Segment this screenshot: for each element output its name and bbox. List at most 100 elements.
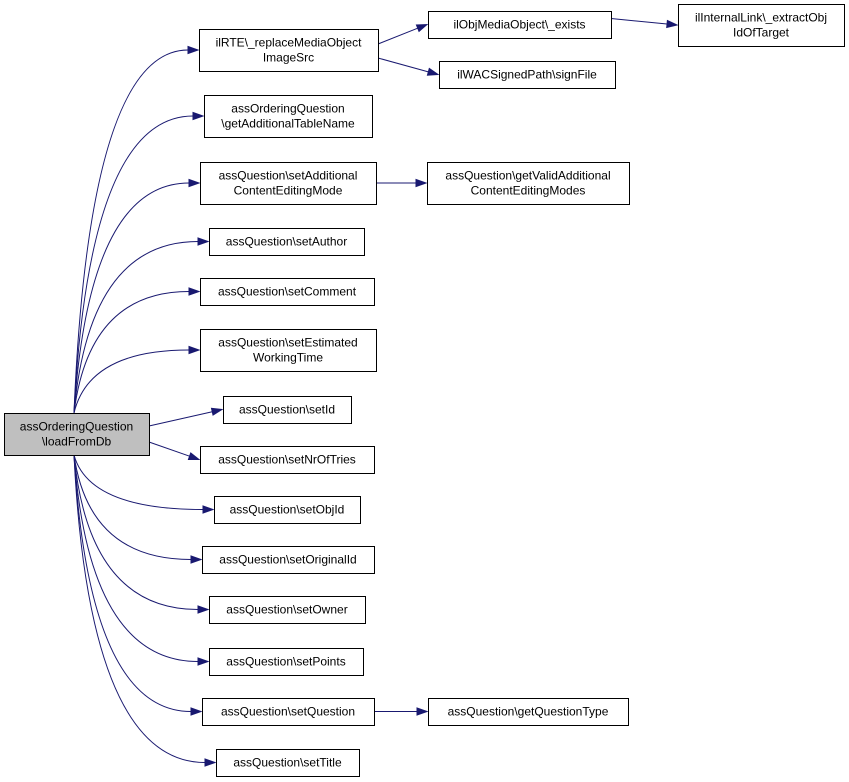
edge-line	[73, 454, 192, 560]
arrowhead	[415, 23, 429, 33]
edge-line	[73, 115, 194, 414]
node-label-line: ContentEditingMode	[234, 184, 343, 198]
edge-root-to-setcomment	[73, 287, 201, 414]
node-label-line: assQuestion\setEstimated	[218, 336, 357, 350]
edge-line	[610, 18, 668, 25]
edge-line	[73, 454, 206, 763]
node-label-line: assQuestion\setOwner	[226, 603, 347, 617]
node-setaddmode[interactable]: assQuestion\setAdditionalContentEditingM…	[200, 162, 377, 205]
node-label-line: assQuestion\getQuestionType	[448, 705, 609, 719]
arrowhead	[197, 605, 210, 614]
node-setquestion[interactable]: assQuestion\setQuestion	[202, 698, 375, 726]
node-label-line: assQuestion\setNrOfTries	[218, 453, 356, 467]
edge-line	[148, 411, 213, 427]
edge-root-to-setaddmode	[73, 178, 201, 414]
graph-nodes: assOrderingQuestion\loadFromDb ilRTE\_rep…	[4, 4, 845, 777]
edge-line	[73, 454, 199, 610]
edge-line	[148, 441, 190, 457]
edge-root-to-setid	[148, 407, 224, 427]
node-label-line: assQuestion\setAdditional	[219, 169, 358, 183]
edge-replace-to-signfile	[377, 57, 440, 76]
arrowhead	[666, 19, 679, 29]
node-label-line: ilWACSignedPath\signFile	[457, 68, 597, 82]
arrowhead	[190, 707, 203, 716]
node-settitle[interactable]: assQuestion\setTitle	[216, 749, 360, 777]
node-box	[199, 29, 379, 72]
node-signfile[interactable]: ilWACSignedPath\signFile	[439, 61, 616, 89]
node-box	[439, 61, 616, 89]
edge-root-to-setoriginalid	[73, 454, 203, 564]
edge-line	[73, 349, 190, 414]
edge-setaddmode-to-getvalid	[376, 178, 428, 188]
graph-edges	[73, 18, 679, 767]
arrowhead	[210, 407, 224, 416]
node-label-line: assQuestion\setPoints	[226, 655, 345, 669]
node-box	[200, 329, 377, 372]
edge-setquestion-to-getqtype	[374, 707, 429, 716]
arrowhead	[197, 237, 210, 246]
arrowhead	[202, 505, 215, 514]
arrowhead	[415, 178, 428, 188]
edge-root-to-setnroftries	[148, 441, 201, 460]
node-getqtype[interactable]: assQuestion\getQuestionType	[428, 698, 629, 726]
edge-root-to-setquestion	[73, 454, 203, 716]
edge-root-to-settitle	[73, 454, 217, 767]
node-box	[204, 95, 373, 138]
node-box	[4, 413, 150, 456]
arrowhead	[187, 45, 200, 55]
node-setcomment[interactable]: assQuestion\setComment	[200, 278, 375, 306]
node-box	[200, 446, 375, 474]
node-root[interactable]: assOrderingQuestion\loadFromDb	[4, 413, 150, 456]
node-setowner[interactable]: assQuestion\setOwner	[209, 596, 366, 624]
node-setauthor[interactable]: assQuestion\setAuthor	[209, 228, 365, 256]
edge-line	[73, 454, 192, 712]
edge-line	[73, 241, 199, 414]
arrowhead	[426, 67, 440, 76]
edge-root-to-setest	[73, 345, 201, 414]
edge-line	[377, 27, 418, 45]
node-label-line: ContentEditingModes	[471, 184, 586, 198]
arrowhead	[190, 555, 203, 564]
node-setpoints[interactable]: assQuestion\setPoints	[209, 648, 364, 676]
edge-root-to-setpoints	[73, 454, 210, 666]
node-getvalid[interactable]: assQuestion\getValidAdditionalContentEdi…	[427, 162, 630, 205]
node-box	[223, 396, 352, 424]
node-label-line: assQuestion\setOriginalId	[219, 553, 356, 567]
edge-line	[73, 454, 204, 510]
edge-line	[73, 454, 199, 662]
node-box	[200, 162, 377, 205]
arrowhead	[197, 657, 210, 666]
node-setid[interactable]: assQuestion\setId	[223, 396, 352, 424]
node-box	[202, 698, 375, 726]
node-setobjid[interactable]: assQuestion\setObjId	[214, 496, 361, 524]
node-box	[200, 278, 375, 306]
edge-line	[73, 182, 190, 414]
node-exists[interactable]: ilObjMediaObject\_exists	[428, 11, 612, 39]
node-label-line: assOrderingQuestion	[231, 102, 344, 116]
node-box	[678, 4, 845, 47]
edge-root-to-addtable	[73, 111, 205, 414]
node-label-line: ImageSrc	[263, 51, 314, 65]
node-label-line: IdOfTarget	[733, 26, 790, 40]
node-addtable[interactable]: assOrderingQuestion\getAdditionalTableNa…	[204, 95, 373, 138]
node-label-line: assQuestion\setAuthor	[226, 235, 347, 249]
node-label-line: \getAdditionalTableName	[221, 117, 355, 131]
edge-root-to-setauthor	[73, 237, 210, 414]
node-label-line: assOrderingQuestion	[20, 420, 133, 434]
node-label-line: assQuestion\setTitle	[233, 756, 342, 770]
edge-line	[73, 49, 189, 414]
edge-line	[377, 57, 429, 73]
arrowhead	[188, 178, 201, 188]
edge-line	[73, 291, 190, 414]
arrowhead	[188, 287, 201, 296]
node-setnroftries[interactable]: assQuestion\setNrOfTries	[200, 446, 375, 474]
edge-exists-to-extract	[610, 18, 679, 29]
edge-root-to-setowner	[73, 454, 210, 614]
edge-replace-to-exists	[377, 23, 429, 45]
node-label-line: WorkingTime	[253, 351, 323, 365]
node-label-line: assQuestion\setId	[239, 403, 335, 417]
node-setoriginalid[interactable]: assQuestion\setOriginalId	[202, 546, 375, 574]
